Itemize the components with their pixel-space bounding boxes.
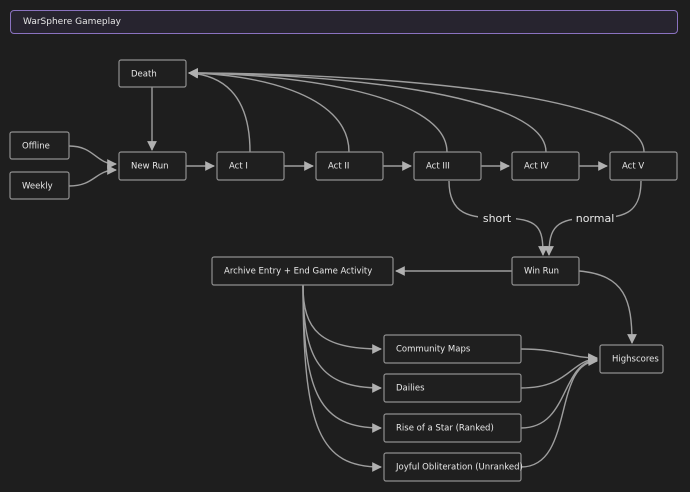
node-community-maps-label: Community Maps (396, 345, 471, 355)
node-weekly[interactable]: Weekly (9, 171, 70, 200)
node-act-2-label: Act II (328, 162, 349, 172)
node-joyful-obliteration[interactable]: Joyful Obliteration (Unranked) (383, 452, 523, 482)
edge-winrun-highscores (578, 270, 637, 344)
diagram-title-text: WarSphere Gameplay (23, 17, 121, 27)
node-dailies-label: Dailies (396, 384, 425, 394)
node-community-maps[interactable]: Community Maps (383, 334, 522, 364)
edge-archive-dailies (302, 284, 382, 393)
node-act-1[interactable]: Act I (216, 151, 285, 181)
node-act-5[interactable]: Act V (609, 151, 678, 181)
edge-offline-newrun (68, 145, 117, 169)
diagram-title: WarSphere Gameplay (10, 10, 678, 34)
node-death-label: Death (131, 70, 157, 80)
edge-label-short-bg (478, 210, 516, 226)
edge-act5-death (188, 68, 645, 153)
node-act-4-label: Act IV (524, 162, 549, 172)
edge-act2-death (188, 68, 350, 153)
node-act-3-label: Act III (426, 162, 450, 172)
node-act-4[interactable]: Act IV (511, 151, 580, 181)
edge-archive-joyful (302, 284, 382, 472)
node-weekly-label: Weekly (22, 182, 53, 192)
edge-riseofastar-highscores (520, 355, 598, 429)
node-act-5-label: Act V (622, 162, 644, 172)
node-death[interactable]: Death (118, 59, 187, 88)
node-joyful-obliteration-label: Joyful Obliteration (Unranked) (395, 463, 523, 473)
node-rise-of-a-star-label: Rise of a Star (Ranked) (396, 424, 494, 434)
node-highscores[interactable]: Highscores (599, 344, 664, 374)
node-rise-of-a-star[interactable]: Rise of a Star (Ranked) (383, 413, 522, 443)
node-win-run[interactable]: Win Run (511, 256, 580, 286)
node-act-3[interactable]: Act III (413, 151, 482, 181)
node-highscores-label: Highscores (612, 355, 659, 365)
edge-label-normal: normal (576, 212, 615, 225)
edge-joyful-highscores (520, 356, 598, 468)
node-offline[interactable]: Offline (9, 131, 70, 160)
edge-label-normal-bg (572, 210, 616, 226)
node-dailies[interactable]: Dailies (383, 373, 522, 403)
edge-communitymaps-highscores (520, 348, 598, 363)
node-act-1-label: Act I (229, 162, 248, 172)
node-act-2[interactable]: Act II (315, 151, 384, 181)
node-win-run-label: Win Run (524, 267, 559, 277)
edge-act1-death (188, 68, 251, 153)
node-new-run[interactable]: New Run (118, 151, 187, 181)
node-offline-label: Offline (22, 142, 50, 152)
edge-act3-death (188, 68, 448, 153)
node-archive-entry[interactable]: Archive Entry + End Game Activity (211, 256, 394, 286)
node-new-run-label: New Run (131, 162, 169, 172)
edge-weekly-newrun (68, 165, 117, 187)
edges (68, 68, 645, 472)
edge-label-short: short (483, 212, 512, 225)
edge-act4-death (188, 68, 547, 153)
edge-archive-communitymaps (302, 284, 382, 354)
node-archive-entry-label: Archive Entry + End Game Activity (224, 267, 372, 277)
